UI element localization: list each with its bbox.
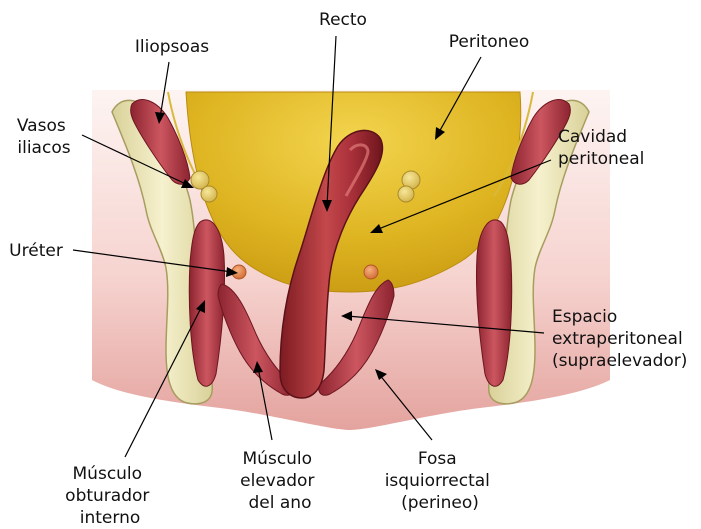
label-espacio-extraperitoneal: Espacio extraperitoneal (supraelevador) <box>552 307 688 371</box>
label-iliopsoas: Iliopsoas <box>135 37 209 57</box>
label-ureter: Uréter <box>9 241 63 261</box>
right-ureter <box>364 265 378 279</box>
label-fosa-isquiorrectal: Fosa isquiorrectal (perineo) <box>385 449 496 513</box>
label-recto: Recto <box>319 10 367 30</box>
label-vasos-iliacos: Vasos iliacos <box>17 116 71 158</box>
label-musculo-elevador-del-ano: Músculo elevador del ano <box>240 449 320 513</box>
label-peritoneo: Peritoneo <box>449 32 530 52</box>
label-musculo-obturador-interno: Músculo obturador interno <box>65 464 155 528</box>
